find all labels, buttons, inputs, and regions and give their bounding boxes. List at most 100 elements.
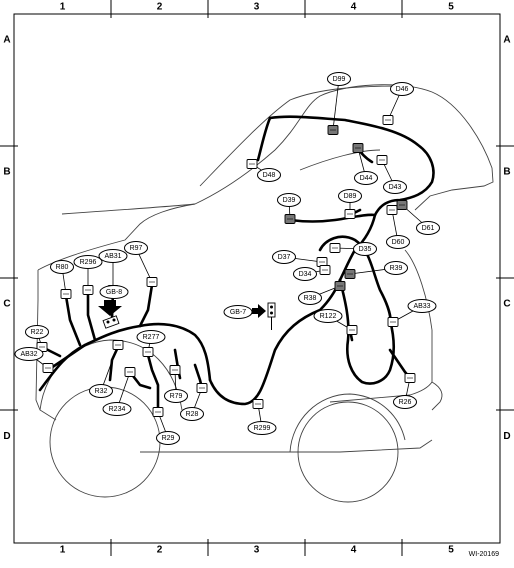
connector-r29-icon xyxy=(152,407,164,417)
grid-column-label-bottom: 1 xyxy=(60,545,66,556)
connector-r122-icon xyxy=(346,325,358,335)
tag-oval xyxy=(257,168,281,182)
tag-label: R122 xyxy=(320,313,337,320)
tag-label: D60 xyxy=(392,239,405,246)
tag-oval xyxy=(383,180,407,194)
tag-gb-7: GB-7 xyxy=(223,305,253,319)
rear-window-line xyxy=(299,149,381,171)
grid-column-label-bottom: 3 xyxy=(254,545,260,556)
tag-oval xyxy=(14,347,44,361)
tag-oval xyxy=(353,242,377,256)
connector-r28-icon xyxy=(196,383,208,393)
connector-d44-icon xyxy=(352,143,364,153)
ground-gb-8-arrow-icon xyxy=(98,300,122,316)
grid-row-label-right: A xyxy=(503,35,510,46)
tag-d34: D34 xyxy=(293,267,317,281)
harness-d48-branch xyxy=(256,116,272,162)
grid-row-label-left: B xyxy=(3,167,10,178)
tag-r39: R39 xyxy=(384,261,408,275)
harness-rear-loop xyxy=(318,235,392,327)
harness-front-branch-r97 xyxy=(138,283,154,328)
grid-row-label-left: A xyxy=(3,35,10,46)
tag-gb-8: GB-8 xyxy=(99,285,129,299)
grid-column-label-top: 1 xyxy=(60,2,66,13)
tag-d48: D48 xyxy=(257,168,281,182)
tag-oval xyxy=(50,260,74,274)
connector-d39-icon xyxy=(284,214,296,224)
grid-column-label-top: 4 xyxy=(351,2,357,13)
tag-label: R28 xyxy=(186,411,199,418)
lead-d99 xyxy=(332,78,340,131)
connector-r32-icon xyxy=(112,340,124,350)
tag-label: R277 xyxy=(143,334,160,341)
front-wheel xyxy=(49,386,161,498)
tag-r38: R38 xyxy=(298,291,322,305)
grid-row-label-left: D xyxy=(3,431,10,442)
tag-label: D44 xyxy=(360,175,373,182)
rear-body xyxy=(329,249,433,403)
tag-r299: R299 xyxy=(247,421,277,435)
tag-label: R32 xyxy=(95,388,108,395)
tag-d99: D99 xyxy=(327,72,351,86)
tag-oval xyxy=(313,309,343,323)
harness-floor-trunk xyxy=(208,278,342,406)
connector-d48-icon xyxy=(246,159,258,169)
connector-d89-icon xyxy=(344,209,356,219)
tag-oval xyxy=(156,431,180,445)
tag-oval xyxy=(89,384,113,398)
tag-d89: D89 xyxy=(338,189,362,203)
tag-d61: D61 xyxy=(416,221,440,235)
harness-front-branch-r80 xyxy=(64,294,82,347)
tag-ab33: AB33 xyxy=(407,299,437,313)
connector-d99-icon xyxy=(327,125,339,135)
tag-label: D48 xyxy=(263,172,276,179)
tag-d44: D44 xyxy=(354,171,378,185)
rear-wheel-arch xyxy=(289,393,406,453)
tag-oval xyxy=(247,421,277,435)
tag-r277: R277 xyxy=(136,330,166,344)
tag-r26: R26 xyxy=(393,395,417,409)
tag-label: AB31 xyxy=(104,253,121,260)
tag-r28: R28 xyxy=(180,407,204,421)
tag-label: R296 xyxy=(80,259,97,266)
tag-oval xyxy=(136,330,166,344)
grid-ticks xyxy=(0,0,514,556)
harness-front-branch-ab32 xyxy=(46,343,87,372)
connector-r97-icon xyxy=(146,277,158,287)
tag-label: R79 xyxy=(170,393,183,400)
tag-oval xyxy=(407,299,437,313)
connector-r277-icon xyxy=(142,347,154,357)
tag-oval xyxy=(384,261,408,275)
tag-oval xyxy=(102,402,132,416)
harness-front-branch-r296 xyxy=(86,290,97,342)
tag-label: GB-8 xyxy=(106,289,122,296)
roof-line xyxy=(61,203,196,215)
tag-label: D34 xyxy=(299,271,312,278)
tag-oval xyxy=(99,285,129,299)
tag-oval xyxy=(164,389,188,403)
tag-oval xyxy=(98,249,128,263)
tag-r97: R97 xyxy=(124,241,148,255)
tag-label: D37 xyxy=(278,254,291,261)
tag-r234: R234 xyxy=(102,402,132,416)
tag-oval xyxy=(298,291,322,305)
body-profile xyxy=(37,84,494,271)
connector-d35-icon xyxy=(329,243,341,253)
grid-column-label-top: 2 xyxy=(157,2,163,13)
connector-r296-icon xyxy=(82,285,94,295)
tag-oval xyxy=(272,250,296,264)
tag-label: R39 xyxy=(390,265,403,272)
connector-r38-icon xyxy=(334,281,346,291)
tag-label: R26 xyxy=(399,399,412,406)
grid-row-label-right: C xyxy=(503,299,510,310)
grid-row-label-right: D xyxy=(503,431,510,442)
connector-ab32-icon xyxy=(42,363,54,373)
connector-r26-icon xyxy=(404,373,416,383)
window-line xyxy=(199,85,401,187)
tag-label: D39 xyxy=(283,197,296,204)
tag-label: GB-7 xyxy=(230,309,246,316)
